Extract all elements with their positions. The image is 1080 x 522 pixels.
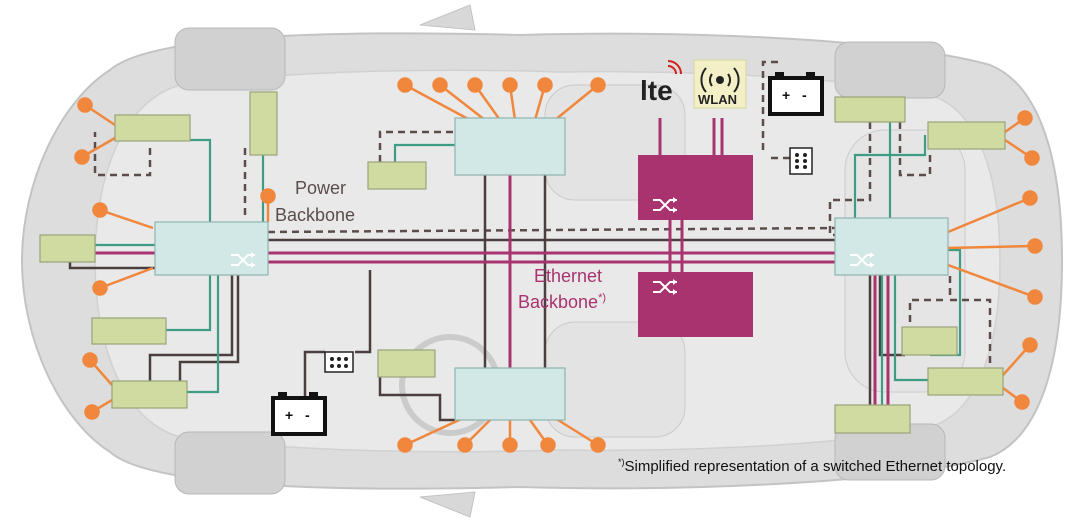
footnote-mark: *) bbox=[618, 457, 625, 467]
svg-text:-: - bbox=[802, 87, 807, 103]
wlan-icon: WLAN bbox=[693, 59, 747, 109]
ecu-front-left-upper bbox=[114, 114, 191, 142]
ethernet-backbone bbox=[95, 118, 890, 405]
zone-switch-rear bbox=[834, 217, 949, 276]
ethernet-backbone-label-line1: Ethernet bbox=[534, 266, 602, 286]
fuse-box-icon bbox=[324, 351, 354, 373]
footnote: *)Simplified representation of a switche… bbox=[618, 457, 1006, 475]
battery-icon: + - bbox=[768, 72, 824, 116]
ecu-front-left-mid bbox=[39, 234, 96, 263]
ecu-rear-mid bbox=[901, 326, 958, 356]
central-switches bbox=[638, 155, 753, 337]
footnote-text: Simplified representation of a switched … bbox=[624, 458, 1007, 475]
power-wires bbox=[68, 175, 905, 422]
zone-switch-top bbox=[454, 117, 566, 176]
fuse-box-icon bbox=[789, 147, 813, 175]
ethernet-backbone-label-line2: Backbone*) bbox=[518, 292, 606, 312]
ecu-rear-upper-left bbox=[834, 96, 906, 123]
svg-text:+: + bbox=[782, 87, 790, 103]
ecu-front-left-bottom bbox=[111, 380, 188, 409]
lte-logo-text: lte bbox=[640, 75, 673, 106]
power-backbone-label-line2: Backbone bbox=[275, 205, 355, 225]
svg-text:-: - bbox=[305, 407, 310, 423]
ecu-rear-lower bbox=[927, 367, 1004, 396]
power-backbone-label-line1: Power bbox=[295, 178, 346, 198]
ecu-dash-lower bbox=[377, 349, 436, 378]
battery-icon: + - bbox=[271, 392, 327, 436]
ecu-dash-upper bbox=[367, 161, 427, 190]
wlan-logo-text: WLAN bbox=[698, 92, 737, 107]
zone-switches bbox=[154, 117, 949, 421]
ecu-rear-upper-right bbox=[927, 121, 1006, 150]
zone-switch-front bbox=[154, 221, 269, 276]
ecu-front-left-lower bbox=[91, 317, 167, 345]
ecus bbox=[39, 91, 1006, 434]
lte-icon: lte bbox=[640, 60, 682, 106]
svg-text:+: + bbox=[285, 407, 293, 423]
power-lines bbox=[93, 60, 992, 370]
ecu-front-left-tall bbox=[249, 91, 278, 156]
zone-switch-bottom bbox=[454, 367, 566, 421]
ecu-rear-bottom bbox=[834, 404, 911, 434]
